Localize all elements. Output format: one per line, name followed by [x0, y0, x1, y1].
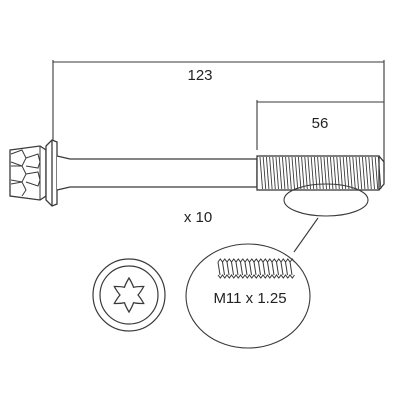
overall-length-dimension	[52, 60, 385, 172]
thread-line	[358, 156, 363, 190]
thread-line	[288, 156, 292, 190]
magnifier-leader-line	[293, 217, 319, 253]
thread-line	[278, 156, 283, 190]
torx-outer-circle	[92, 258, 166, 332]
thread-detail-line	[235, 261, 239, 276]
torx-star	[113, 276, 145, 314]
thread-line	[313, 156, 318, 190]
thread-detail-line	[276, 261, 279, 276]
thread-line	[355, 156, 359, 190]
overall-length-label: 123	[187, 67, 212, 84]
thread-line	[352, 156, 356, 190]
thread-detail-line	[222, 261, 225, 276]
thread-detail-line	[231, 261, 234, 276]
thread-highlight-ellipse	[283, 183, 369, 217]
bolt-head	[9, 145, 47, 201]
thread-detail-line	[285, 261, 288, 276]
thread-detail-line	[249, 261, 252, 276]
thread-line	[291, 156, 295, 190]
bolt-shank	[56, 155, 258, 191]
thread-length-label: 56	[312, 115, 329, 132]
thread-line	[304, 156, 308, 190]
thread-detail-line	[267, 261, 270, 276]
thread-line	[262, 156, 267, 190]
thread-detail-line	[253, 261, 257, 276]
bolt-side-view-icon	[9, 139, 385, 207]
thread-detail-line	[240, 261, 243, 276]
thread-line	[265, 156, 270, 190]
thread-line	[310, 156, 315, 190]
thread-detail-line	[280, 261, 284, 276]
thread-line	[361, 156, 366, 190]
thread-detail-magnifier-icon	[185, 183, 369, 349]
bolt-tip	[378, 155, 385, 191]
thread-line	[336, 156, 340, 190]
thread-line	[307, 156, 311, 190]
thread-detail-line	[271, 261, 275, 276]
thread-detail-crest	[217, 258, 295, 263]
thread-line	[374, 156, 379, 190]
thread-line	[368, 156, 372, 190]
thread-line	[339, 156, 343, 190]
torx-inner-circle	[99, 265, 159, 325]
thread-line	[272, 156, 276, 190]
thread-line	[349, 156, 353, 190]
thread-spec-label: M11 x 1.25	[213, 290, 286, 307]
thread-line	[301, 156, 305, 190]
thread-line	[371, 156, 375, 190]
thread-line	[333, 156, 337, 190]
thread-detail-line	[258, 261, 261, 276]
thread-detail-line	[289, 261, 293, 276]
thread-detail-ellipse	[185, 243, 311, 349]
thread-line	[285, 156, 289, 190]
thread-line	[275, 156, 279, 190]
thread-detail-line	[262, 261, 266, 276]
thread-line	[365, 156, 369, 190]
thread-detail-line	[244, 261, 248, 276]
thread-line	[294, 156, 299, 190]
thread-line	[297, 156, 302, 190]
quantity-label: x 10	[184, 209, 212, 226]
thread-length-dimension	[256, 100, 384, 150]
thread-detail-profile	[217, 258, 295, 279]
torx-drive-icon	[92, 258, 166, 332]
thread-line	[377, 156, 382, 190]
thread-line	[269, 156, 273, 190]
thread-line	[342, 156, 347, 190]
thread-detail-line	[226, 261, 230, 276]
thread-line	[281, 156, 286, 190]
thread-detail-root	[217, 274, 295, 279]
bolt-head-serrations	[10, 146, 41, 200]
thread-detail-line	[217, 261, 221, 276]
thread-line	[345, 156, 350, 190]
thread-line	[259, 156, 263, 190]
